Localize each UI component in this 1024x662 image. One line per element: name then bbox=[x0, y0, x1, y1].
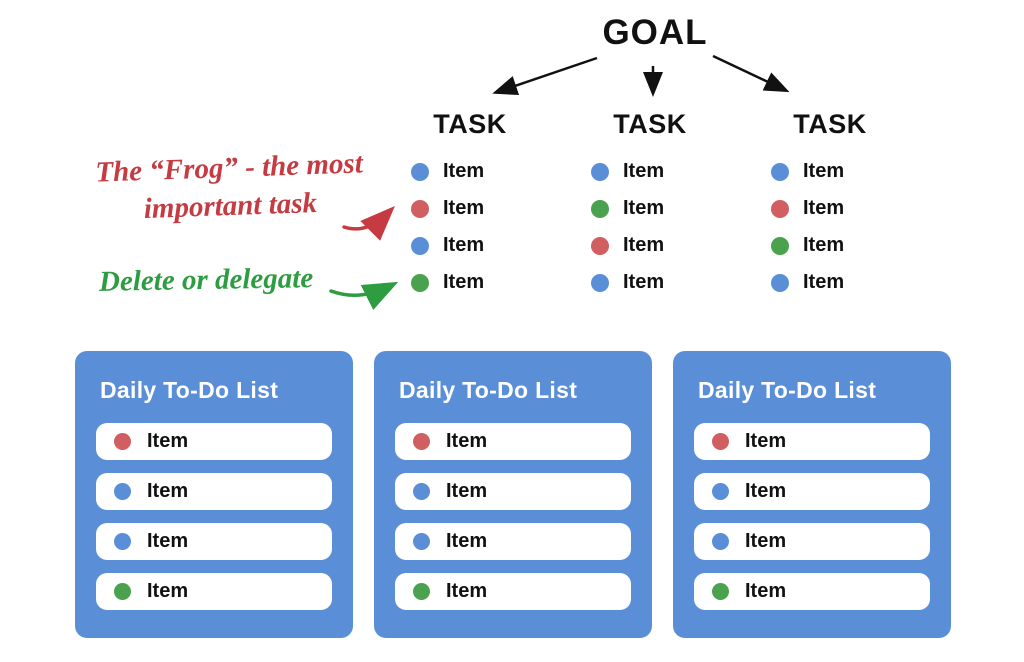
task-label-3: TASK bbox=[793, 109, 867, 139]
item-label: Item bbox=[446, 580, 488, 602]
task-column-1: Item Item Item Item bbox=[411, 153, 484, 301]
task-column-3: Item Item Item Item bbox=[771, 153, 844, 301]
item-dot-icon bbox=[114, 483, 131, 500]
todo-card-2: Daily To-Do List Item Item Item Item bbox=[374, 351, 652, 638]
item-label: Item bbox=[623, 271, 665, 293]
item-dot-icon bbox=[413, 433, 430, 450]
item-label: Item bbox=[623, 197, 665, 219]
goal-label: GOAL bbox=[602, 13, 708, 52]
todo-row: Item bbox=[694, 523, 930, 560]
item-dot-icon bbox=[114, 583, 131, 600]
item-dot-icon bbox=[411, 162, 429, 181]
todo-row: Item bbox=[694, 573, 930, 610]
item-label: Item bbox=[446, 530, 488, 552]
task-item: Item bbox=[411, 153, 484, 190]
todo-card-title: Daily To-Do List bbox=[100, 377, 279, 403]
todo-row: Item bbox=[96, 573, 332, 610]
item-dot-icon bbox=[413, 533, 430, 550]
item-dot-icon bbox=[591, 236, 609, 255]
item-dot-icon bbox=[771, 162, 789, 181]
item-dot-icon bbox=[413, 483, 430, 500]
item-label: Item bbox=[147, 580, 189, 602]
item-label: Item bbox=[745, 530, 787, 552]
item-label: Item bbox=[147, 480, 189, 502]
item-label: Item bbox=[745, 430, 787, 452]
item-label: Item bbox=[147, 530, 189, 552]
item-label: Item bbox=[147, 430, 189, 452]
todo-row: Item bbox=[694, 423, 930, 460]
item-label: Item bbox=[745, 480, 787, 502]
task-label-1: TASK bbox=[433, 109, 507, 139]
item-label: Item bbox=[443, 234, 485, 256]
item-dot-icon bbox=[712, 533, 729, 550]
todo-card-title: Daily To-Do List bbox=[698, 377, 877, 403]
item-label: Item bbox=[443, 271, 485, 293]
todo-row: Item bbox=[395, 473, 631, 510]
item-label: Item bbox=[446, 430, 488, 452]
item-label: Item bbox=[803, 160, 845, 182]
item-dot-icon bbox=[413, 583, 430, 600]
task-item: Item bbox=[411, 227, 484, 264]
todo-row: Item bbox=[395, 573, 631, 610]
item-label: Item bbox=[443, 160, 485, 182]
todo-row: Item bbox=[395, 423, 631, 460]
task-item: Item bbox=[591, 190, 664, 227]
item-label: Item bbox=[446, 480, 488, 502]
item-label: Item bbox=[803, 197, 845, 219]
task-item: Item bbox=[591, 227, 664, 264]
goal-task-arrow-left bbox=[492, 56, 598, 96]
item-label: Item bbox=[443, 197, 485, 219]
item-dot-icon bbox=[591, 273, 609, 292]
todo-row: Item bbox=[96, 423, 332, 460]
todo-row: Item bbox=[96, 523, 332, 560]
item-dot-icon bbox=[712, 483, 729, 500]
item-dot-icon bbox=[771, 236, 789, 255]
todo-card-3: Daily To-Do List Item Item Item Item bbox=[673, 351, 951, 638]
delegate-annotation: Delete or delegate bbox=[98, 262, 314, 298]
task-label-2: TASK bbox=[613, 109, 687, 139]
task-item: Item bbox=[771, 264, 844, 301]
item-label: Item bbox=[745, 580, 787, 602]
task-item: Item bbox=[591, 264, 664, 301]
item-dot-icon bbox=[411, 273, 429, 292]
item-label: Item bbox=[623, 234, 665, 256]
todo-card-1: Daily To-Do List Item Item Item Item bbox=[75, 351, 353, 638]
todo-card-title: Daily To-Do List bbox=[399, 377, 578, 403]
frog-annotation: The “Frog” - the most important task bbox=[95, 144, 365, 230]
item-dot-icon bbox=[771, 199, 789, 218]
todo-row: Item bbox=[96, 473, 332, 510]
item-dot-icon bbox=[114, 433, 131, 450]
item-label: Item bbox=[803, 271, 845, 293]
item-dot-icon bbox=[712, 433, 729, 450]
todo-row: Item bbox=[694, 473, 930, 510]
todo-row: Item bbox=[395, 523, 631, 560]
task-item-frog: Item bbox=[411, 190, 484, 227]
goal-task-arrow-right bbox=[712, 54, 790, 93]
task-item: Item bbox=[771, 227, 844, 264]
task-item-delegate: Item bbox=[411, 264, 484, 301]
task-column-2: Item Item Item Item bbox=[591, 153, 664, 301]
item-dot-icon bbox=[114, 533, 131, 550]
item-dot-icon bbox=[411, 199, 429, 218]
delegate-annotation-arrow bbox=[329, 281, 399, 311]
item-dot-icon bbox=[771, 273, 789, 292]
item-dot-icon bbox=[591, 162, 609, 181]
task-item: Item bbox=[771, 190, 844, 227]
task-item: Item bbox=[771, 153, 844, 190]
item-dot-icon bbox=[591, 199, 609, 218]
item-label: Item bbox=[803, 234, 845, 256]
item-label: Item bbox=[623, 160, 665, 182]
item-dot-icon bbox=[712, 583, 729, 600]
item-dot-icon bbox=[411, 236, 429, 255]
task-item: Item bbox=[591, 153, 664, 190]
